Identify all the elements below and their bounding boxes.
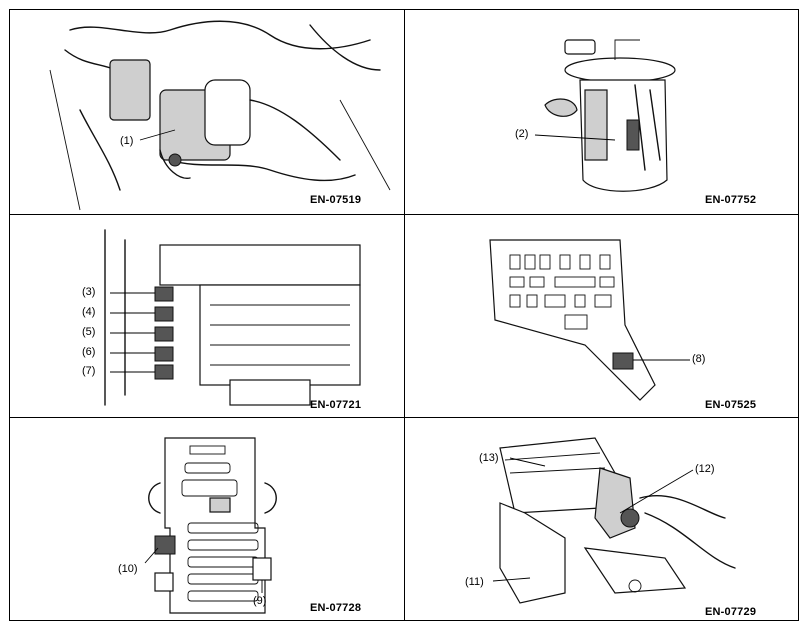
callout-label: (13)	[479, 452, 499, 464]
callout-label: (2)	[515, 128, 529, 140]
panel-1-illustration	[49, 20, 391, 211]
callout-label: (11)	[465, 576, 484, 588]
callout-label: (10)	[118, 563, 138, 575]
panel-3-illustration	[104, 229, 361, 406]
panel-4-illustration	[489, 239, 690, 401]
callout-label: (6)	[82, 346, 96, 358]
callout-label: (4)	[82, 306, 96, 318]
callout-label: (5)	[82, 326, 96, 338]
panel-4: (8) EN-07525	[404, 214, 799, 418]
callout-label: (8)	[692, 353, 706, 365]
callout-label: (12)	[695, 463, 715, 475]
panel-2-illustration	[534, 39, 676, 192]
callout-label: (1)	[120, 135, 134, 147]
callout-label: (7)	[82, 365, 96, 377]
diagram-grid: (1) EN-07519 (2) EN-07752	[9, 9, 799, 621]
panel-1: (1) EN-07519	[9, 9, 405, 215]
figure-code: EN-07728	[310, 602, 362, 614]
panel-6-illustration	[492, 437, 736, 604]
panel-6: (13) (12) (11) EN-07729	[404, 417, 799, 621]
figure-code: EN-07721	[310, 399, 362, 411]
callout-label: (9)	[253, 595, 267, 607]
panel-5: (10) (9) EN-07728	[9, 417, 405, 621]
figure-code: EN-07525	[705, 399, 757, 411]
figure-code: EN-07752	[705, 194, 757, 206]
callout-label: (3)	[82, 286, 96, 298]
figure-code: EN-07729	[705, 606, 757, 618]
panel-2: (2) EN-07752	[404, 9, 799, 215]
panel-3: (3) (4) (5) (6) (7) EN-07721	[9, 214, 405, 418]
panel-5-illustration	[144, 437, 277, 614]
figure-code: EN-07519	[310, 194, 362, 206]
